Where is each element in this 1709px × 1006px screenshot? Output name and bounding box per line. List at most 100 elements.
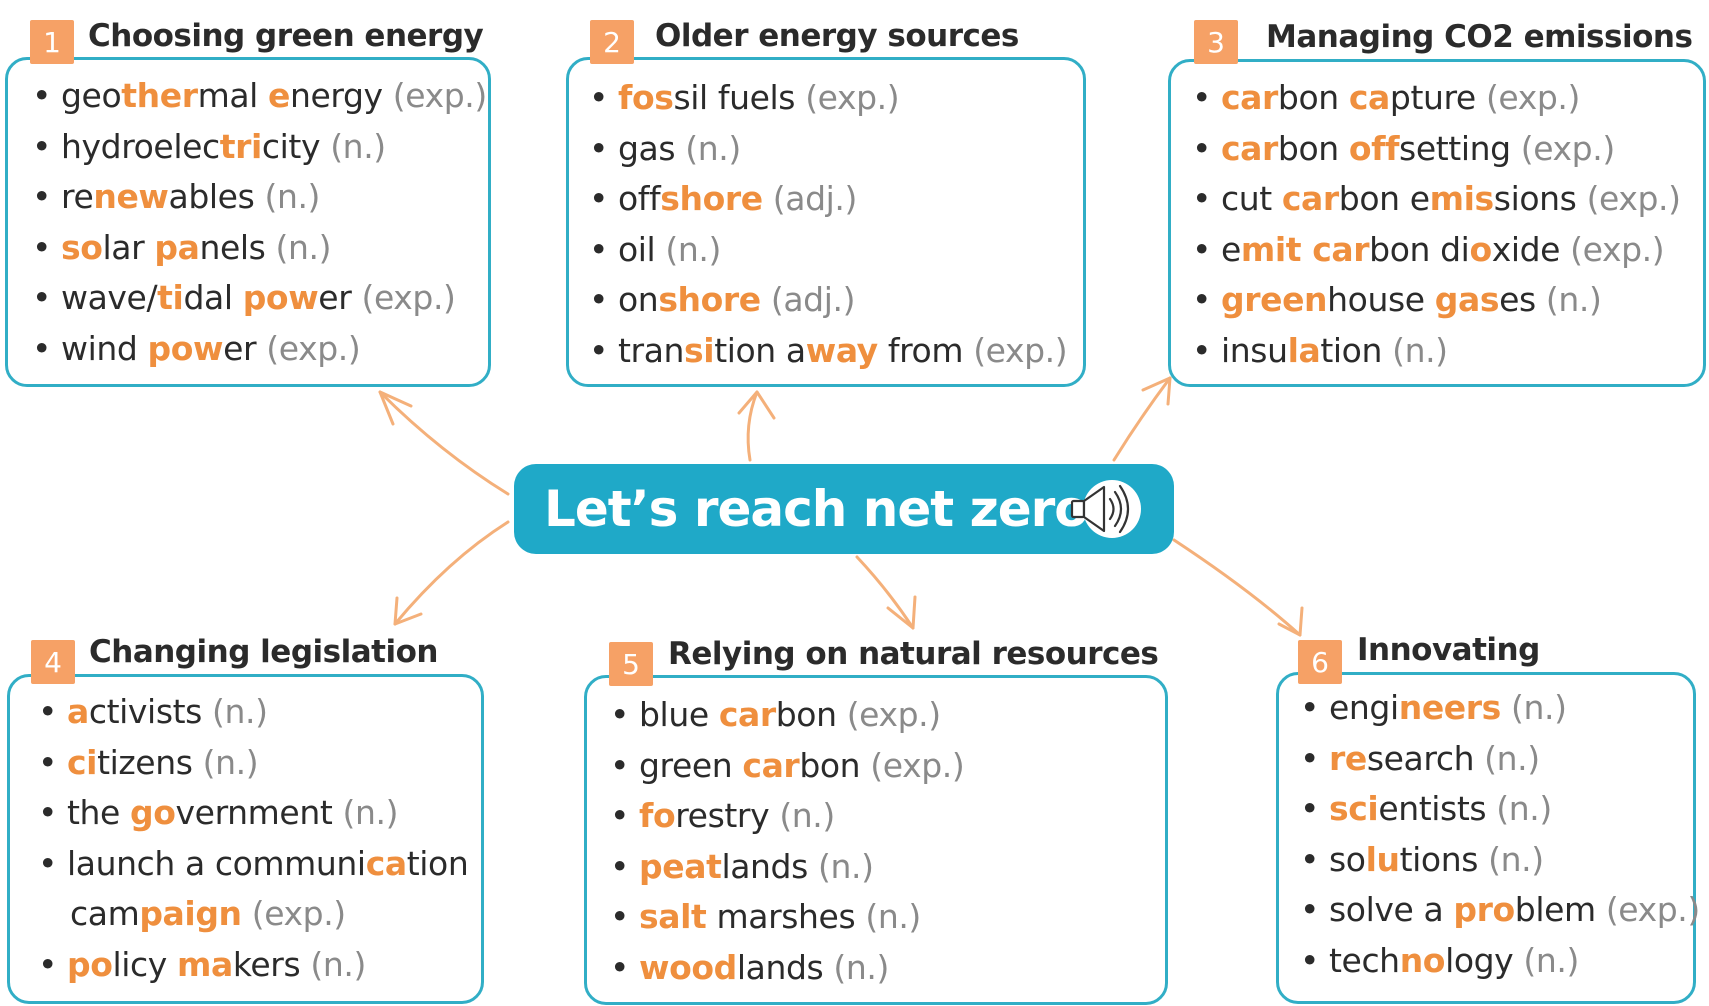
speaker-icon[interactable]	[1070, 477, 1142, 541]
term-text: hydroelec	[61, 126, 220, 166]
term-text: lands	[736, 947, 824, 987]
arrow-head-5	[886, 595, 917, 630]
stressed-syllable: ma	[177, 944, 233, 984]
arrow-to-section-4	[393, 520, 510, 626]
stressed-syllable: a	[67, 692, 89, 731]
stressed-syllable: fos	[618, 78, 674, 117]
part-of-speech: (exp.)	[870, 745, 965, 785]
term-text: sil fuels	[673, 78, 796, 117]
stressed-syllable: so	[61, 227, 103, 267]
stressed-syllable: go	[130, 793, 176, 832]
part-of-speech: (n.)	[275, 227, 332, 267]
stressed-syllable: paign	[139, 894, 242, 933]
stressed-syllable: mis	[1429, 179, 1495, 218]
term-item: solar panels (n.)	[32, 223, 488, 274]
section-number-badge: 5	[609, 642, 653, 686]
stressed-syllable: pa	[154, 227, 200, 267]
part-of-speech: (n.)	[685, 128, 741, 168]
term-text: ables	[168, 177, 255, 216]
term-item: carbon offsetting (exp.)	[1192, 124, 1703, 175]
central-topic-title: Let’s reach net zero!	[544, 480, 1110, 538]
stressed-syllable: la	[1287, 330, 1321, 370]
term-text: blue	[639, 695, 719, 734]
term-list: engineers (n.)research (n.)scientists (n…	[1300, 683, 1700, 986]
part-of-speech: (n.)	[1488, 839, 1544, 879]
stressed-syllable: car	[1221, 128, 1278, 168]
part-of-speech: (exp.)	[1605, 890, 1700, 929]
term-text: wave/	[61, 278, 158, 317]
stressed-syllable: ca	[365, 843, 407, 883]
term-text: sions	[1493, 179, 1577, 218]
term-text: from	[877, 330, 964, 370]
stressed-syllable: car	[742, 745, 800, 785]
stressed-syllable: e	[268, 76, 290, 115]
stressed-syllable: wood	[639, 947, 737, 987]
term-item: policy makers (n.)	[38, 940, 481, 991]
part-of-speech: (adj.)	[772, 179, 858, 218]
part-of-speech: (n.)	[818, 846, 874, 886]
arrow-to-section-5	[855, 555, 915, 630]
term-text: nels	[199, 227, 266, 267]
term-text: geo	[61, 76, 122, 115]
term-text: re	[61, 177, 94, 216]
term-text: marshes	[706, 897, 856, 936]
term-text: er	[223, 328, 257, 368]
term-text: so	[1329, 839, 1366, 879]
term-text: bon	[799, 745, 861, 785]
stressed-syllable: si	[684, 330, 715, 370]
part-of-speech: (n.)	[833, 947, 889, 987]
term-text: blem	[1514, 890, 1596, 929]
term-item: hydroelectricity (n.)	[32, 122, 488, 173]
term-text: cut	[1221, 179, 1282, 218]
term-item: activists (n.)	[38, 687, 481, 738]
term-text: solve a	[1329, 890, 1454, 929]
term-text: ctivists	[88, 692, 202, 731]
stressed-syllable: neers	[1398, 688, 1502, 727]
term-text: logy	[1445, 940, 1514, 980]
stressed-syllable: ci	[67, 742, 98, 782]
term-item: geothermal energy (exp.)	[32, 71, 488, 122]
term-text: restry	[675, 796, 770, 835]
term-text: e	[1221, 229, 1241, 269]
term-text: the	[67, 793, 131, 832]
term-item: emit carbon dioxide (exp.)	[1192, 225, 1703, 276]
term-item: green carbon (exp.)	[610, 741, 1165, 792]
term-item: forestry (n.)	[610, 791, 1165, 842]
term-text: nergy	[290, 76, 383, 115]
term-text: on	[618, 280, 659, 319]
stressed-syllable: off	[1348, 128, 1400, 168]
term-text: tion	[1320, 330, 1382, 370]
part-of-speech: (n.)	[865, 897, 921, 936]
term-text: tion a	[714, 330, 806, 370]
section-box-1: geothermal energy (exp.)hydroelectricity…	[5, 57, 491, 387]
term-text: setting	[1399, 128, 1511, 168]
stressed-syllable: ther	[121, 76, 198, 115]
term-item: research (n.)	[1300, 734, 1693, 785]
section-box-5: blue carbon (exp.)green carbon (exp.)for…	[584, 675, 1168, 1005]
stressed-syllable: o	[1469, 229, 1492, 269]
part-of-speech: (n.)	[779, 796, 835, 835]
term-item: gas (n.)	[589, 124, 1083, 175]
stressed-syllable: car	[718, 695, 776, 734]
term-item: wind power (exp.)	[32, 324, 488, 375]
stressed-syllable: green	[1221, 280, 1328, 319]
term-list: fossil fuels (exp.)gas (n.)offshore (adj…	[589, 73, 1083, 376]
stressed-syllable: pow	[147, 328, 224, 368]
term-item: transition away from (exp.)	[589, 326, 1083, 377]
part-of-speech: (n.)	[202, 742, 259, 782]
term-item: campaign (exp.)	[70, 889, 481, 940]
stressed-syllable: ca	[1348, 78, 1390, 117]
term-text: city	[261, 126, 321, 166]
term-item: scientists (n.)	[1300, 784, 1693, 835]
term-list: geothermal energy (exp.)hydroelectricity…	[32, 71, 488, 374]
term-item: oil (n.)	[589, 225, 1083, 276]
part-of-speech: (exp.)	[805, 78, 900, 117]
section-title: Innovating	[1357, 632, 1540, 668]
stressed-syllable: fo	[639, 796, 676, 835]
term-list: activists (n.)citizens (n.)the governmen…	[38, 687, 481, 990]
section-title: Older energy sources	[655, 18, 1019, 54]
term-item: wave/tidal power (exp.)	[32, 273, 488, 324]
stressed-syllable: shore	[660, 179, 763, 218]
term-text: gas	[618, 128, 676, 168]
term-text: licy	[112, 944, 177, 984]
